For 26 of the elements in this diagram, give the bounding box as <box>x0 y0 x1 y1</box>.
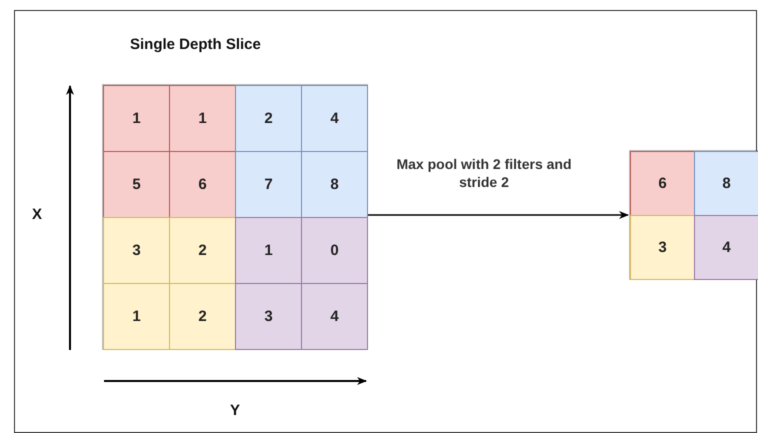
matrix-cell: 8 <box>694 151 758 216</box>
axis-label: X <box>32 206 42 223</box>
matrix-cell: 3 <box>235 283 302 350</box>
matrix-cell: 3 <box>630 215 695 280</box>
matrix-cell: 0 <box>301 217 368 284</box>
matrix-cell: 4 <box>694 215 758 280</box>
matrix-cell: 7 <box>235 151 302 218</box>
matrix-cell: 2 <box>235 85 302 152</box>
matrix-cell: 4 <box>301 283 368 350</box>
matrix-cell: 1 <box>103 85 170 152</box>
axis-label: Y <box>230 402 240 419</box>
matrix-cell: 8 <box>301 151 368 218</box>
matrix-cell: 1 <box>103 283 170 350</box>
matrix-cell: 1 <box>235 217 302 284</box>
matrix-cell: 5 <box>103 151 170 218</box>
matrix-cell: 6 <box>630 151 695 216</box>
matrix-cell: 2 <box>169 283 236 350</box>
diagram-title: Single Depth Slice <box>130 36 261 53</box>
matrix-cell: 3 <box>103 217 170 284</box>
pooling-grid <box>630 151 758 279</box>
matrix-cell: 1 <box>169 85 236 152</box>
matrix-cell: 4 <box>301 85 368 152</box>
matrix-cell: 6 <box>169 151 236 218</box>
matrix-cell: 2 <box>169 217 236 284</box>
arrow <box>367 211 629 219</box>
pooling-grid <box>103 85 367 349</box>
